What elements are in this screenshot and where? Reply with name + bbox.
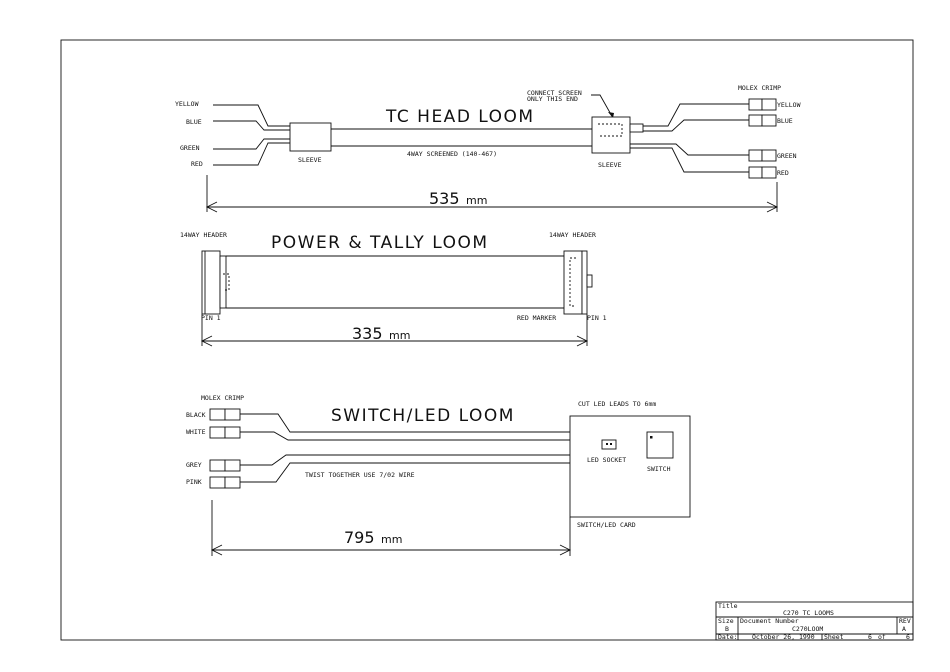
power-tally-loom: POWER & TALLY LOOM 14WAY HEADER 14WAY HE… [180,231,607,347]
sl-card [569,415,691,518]
tc-left-wires [213,104,290,166]
title-block: Title C270 TC LOOMS Size B Document Numb… [715,601,914,641]
sl-dim-unit: mm [381,533,402,546]
tb-title-label: Title [718,602,738,610]
tc-cable-label: 4WAY SCREENED (140-467) [407,150,497,158]
sl-wires [240,413,570,483]
tc-right-wire-green: GREEN [777,152,797,160]
tb-title-value: C270 TC LOOMS [783,609,834,617]
tc-connect-leader [591,94,614,119]
sl-wire-white: WHITE [186,428,206,436]
sl-switch [646,431,674,459]
tc-dim-arrow-left [205,201,218,213]
tc-molex-label: MOLEX CRIMP [738,84,781,92]
tc-right-sleeve-stub [629,123,644,133]
tc-dim-value: 535 [429,189,460,208]
tc-right-sleeve [591,116,631,154]
tc-right-wire-yellow: YELLOW [777,101,801,109]
sl-switch-label: SWITCH [647,465,671,473]
tc-connect-note-2: ONLY THIS END [527,95,578,103]
sl-wire-grey: GREY [186,461,202,469]
tc-dim-arrow-right [766,201,779,213]
tb-of-label: of [878,633,886,641]
sl-molex-label: MOLEX CRIMP [201,394,244,402]
tb-rev-label: REV [899,617,911,625]
sl-twist-note: TWIST TOGETHER USE 7/02 WIRE [305,471,415,479]
tc-right-wire-blue: BLUE [777,117,793,125]
tc-molex-crimps [748,98,777,179]
sl-molex-crimps [209,408,241,489]
tb-docnum-value: C270LOOM [792,625,823,633]
tc-connect-arrowhead [608,112,614,118]
tc-dim-unit: mm [466,194,487,207]
tb-rev-value: A [902,625,906,633]
tc-connect-note-1: CONNECT SCREEN [527,89,582,97]
sl-wire-pink: PINK [186,478,202,486]
sl-cut-note: CUT LED LEADS TO 6mm [578,400,656,408]
tc-left-sleeve-label: SLEEVE [298,156,322,164]
drawing-border [60,39,914,641]
tb-of-value: 6 [906,633,910,641]
switch-led-title: SWITCH/LED LOOM [331,406,515,426]
sl-card-label: SWITCH/LED CARD [577,521,636,529]
pt-right-header-label: 14WAY HEADER [549,231,596,239]
tc-screen-dashed [598,123,623,137]
pt-pin-right: PIN 1 [587,314,607,322]
tc-left-wire-green: GREEN [180,144,200,152]
tc-left-sleeve [289,122,332,152]
sl-led-socket [601,439,617,450]
pt-left-header-label: 14WAY HEADER [180,231,227,239]
tc-right-wires [630,103,749,173]
tb-sheet-value: 6 [868,633,872,641]
switch-led-loom: SWITCH/LED LOOM MOLEX CRIMP BLACK WHITE … [186,394,691,556]
tc-head-loom: TC HEAD LOOM YELLOW BLUE GREEN RED SLEEV… [175,84,801,213]
tc-left-wire-yellow: YELLOW [175,100,199,108]
tc-left-wire-red: RED [191,160,203,168]
pt-pin-left: PIN 1 [201,314,221,322]
tc-right-wire-red: RED [777,169,789,177]
tc-head-loom-title: TC HEAD LOOM [385,107,535,127]
tb-date-label: Date: [718,633,738,641]
pt-dim-value: 335 [352,324,383,343]
tb-size-label: Size [718,617,734,625]
tc-left-wire-blue: BLUE [186,118,202,126]
tc-right-sleeve-label: SLEEVE [598,161,622,169]
pt-red-marker: RED MARKER [517,314,556,322]
tb-docnum-label: Document Number [740,617,799,625]
sl-led-socket-label: LED SOCKET [587,456,626,464]
sl-wire-black: BLACK [186,411,206,419]
pt-right-header [563,250,583,315]
tb-sheet-label: Sheet [824,633,844,641]
sl-dim-value: 795 [344,528,375,547]
tb-date-value: October 26, 1990 [752,633,815,641]
tb-size-value: B [725,625,729,633]
power-tally-title: POWER & TALLY LOOM [271,233,489,253]
pt-dim-unit: mm [389,329,410,342]
